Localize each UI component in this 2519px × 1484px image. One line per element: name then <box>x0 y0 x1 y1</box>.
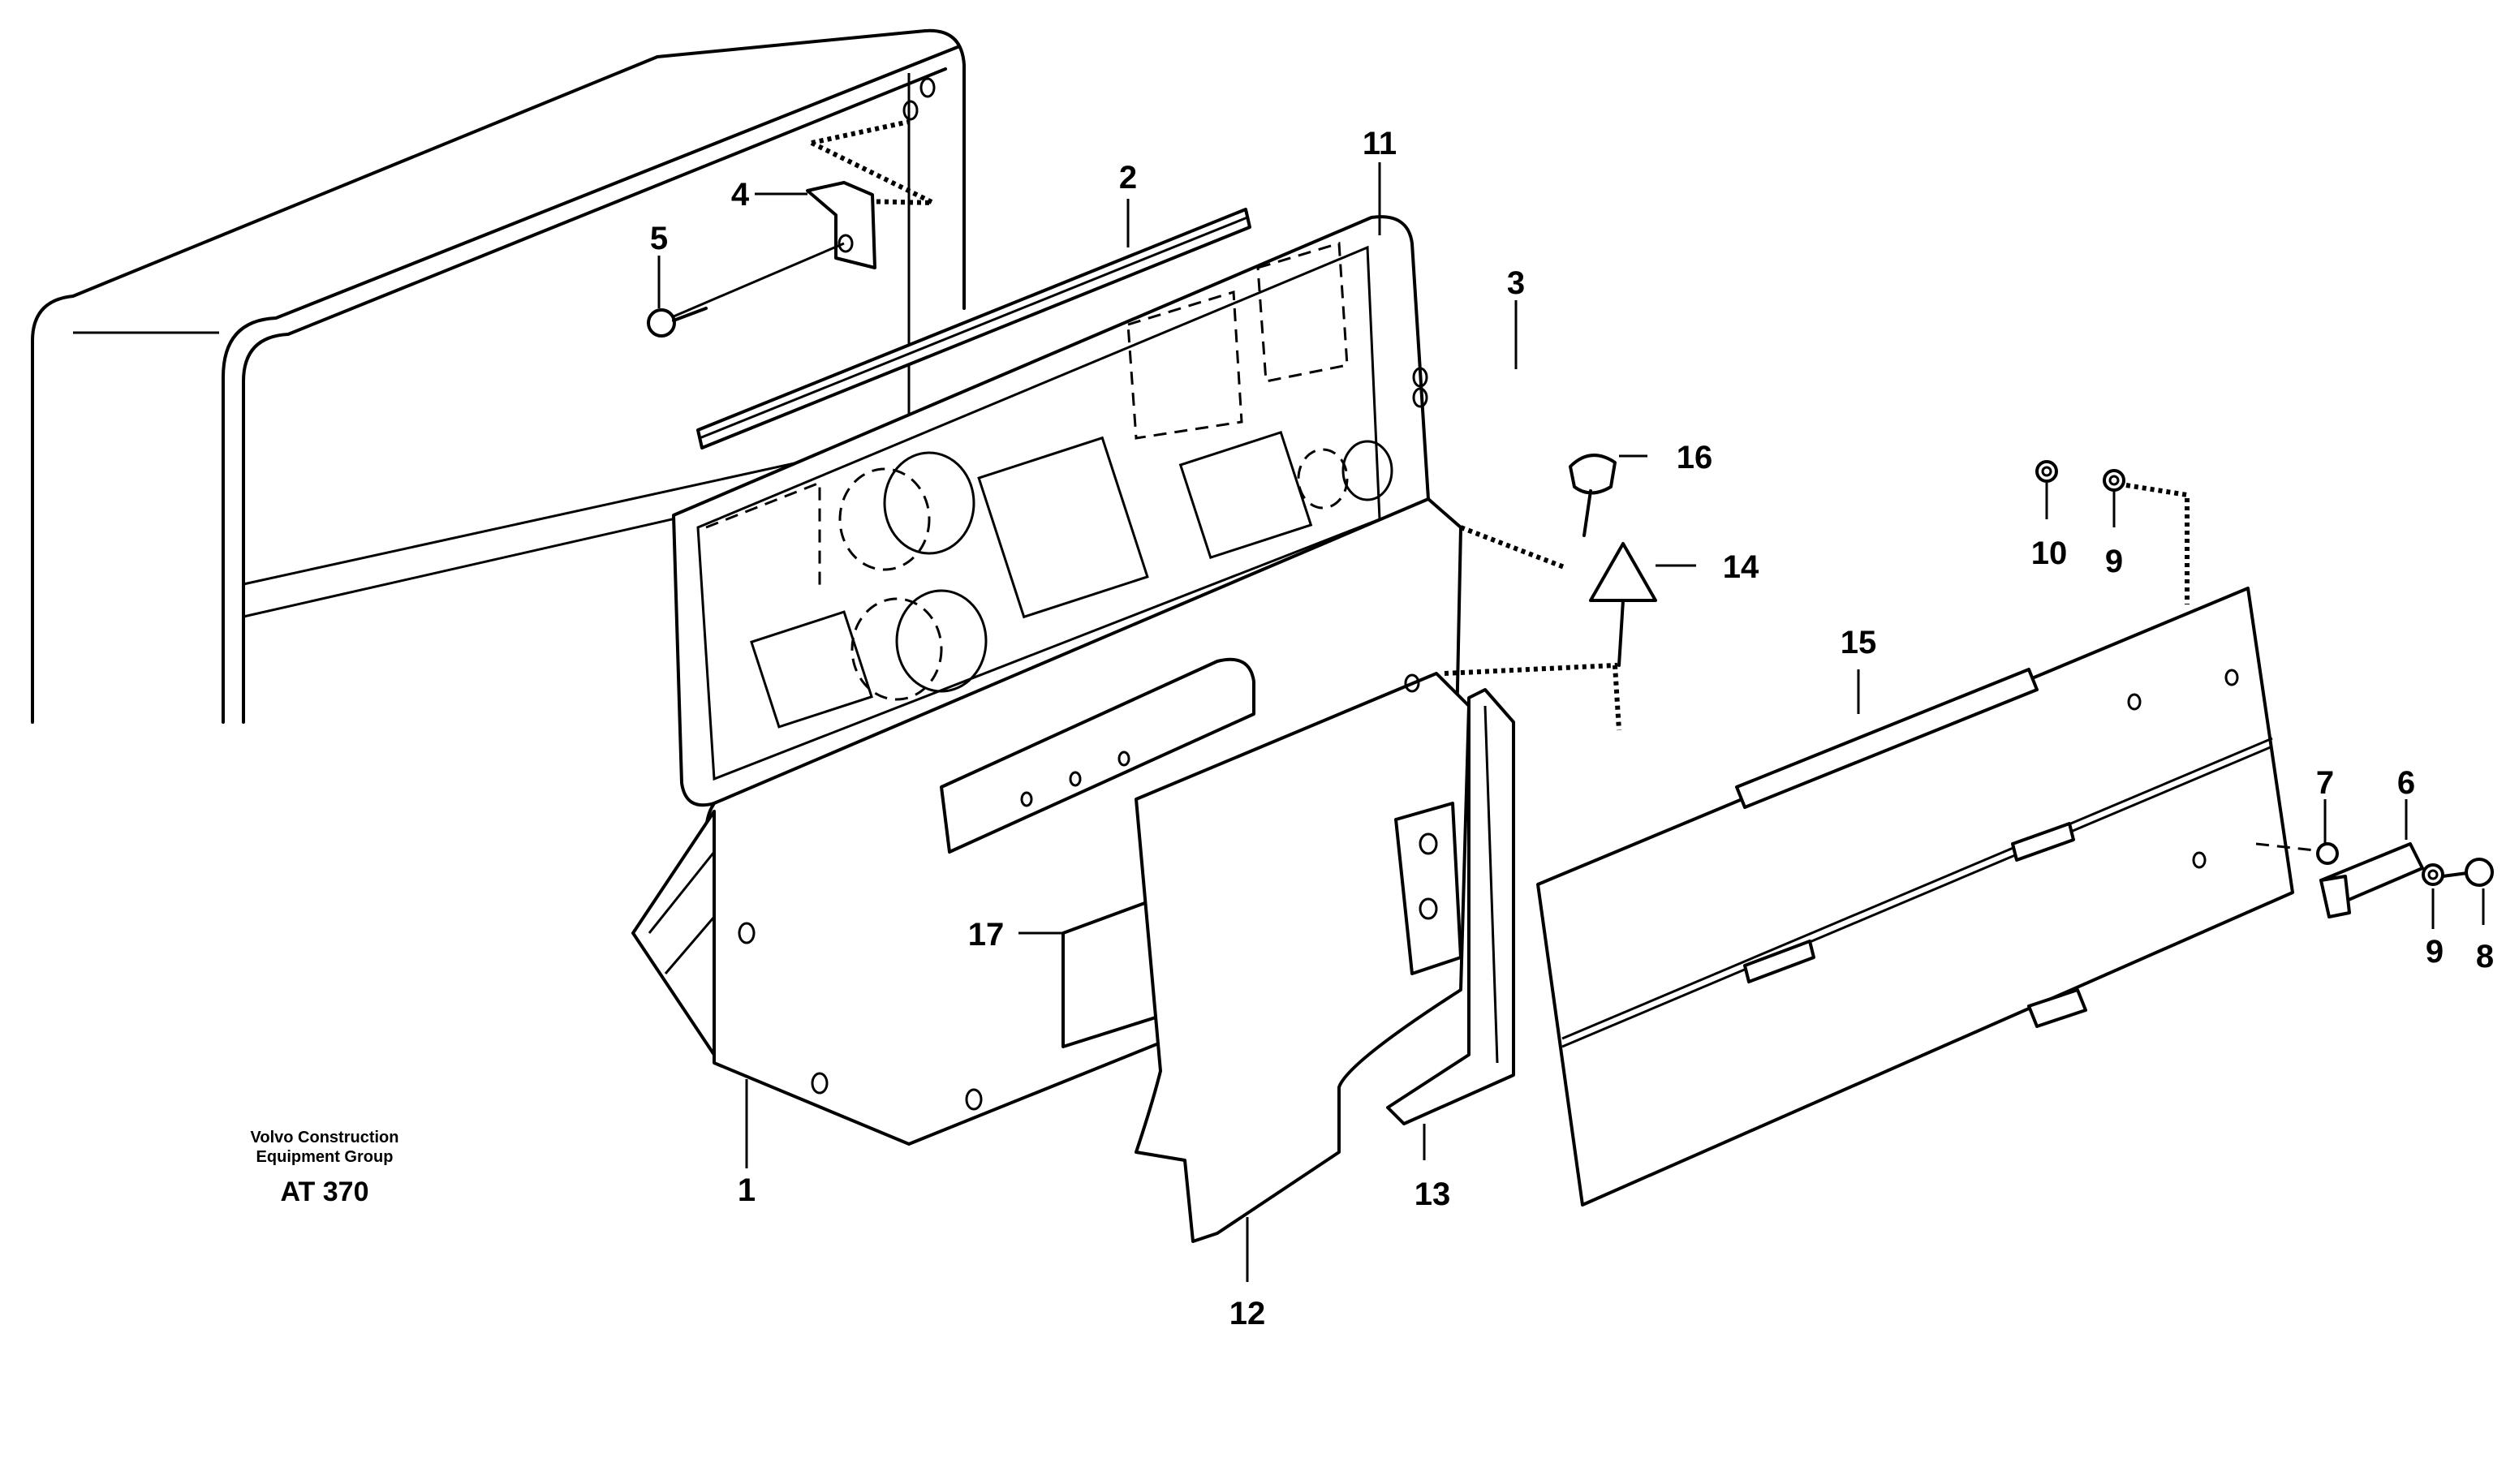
connector-line-lower <box>1444 662 1621 731</box>
callout-12: 12 <box>1229 1296 1266 1331</box>
callout-2: 2 <box>1119 160 1137 196</box>
publisher-line-1: Volvo Construction <box>251 1129 399 1146</box>
callout-1: 1 <box>738 1172 756 1208</box>
figure-code: AT 370 <box>281 1176 369 1207</box>
publisher-line-2: Equipment Group <box>256 1148 394 1166</box>
door-panel-15 <box>1536 587 2294 1207</box>
callout-4: 4 <box>731 177 750 213</box>
callout-16: 16 <box>1677 440 1713 475</box>
callout-3: 3 <box>1507 265 1525 301</box>
handle-14 <box>1589 542 1657 667</box>
callout-13: 13 <box>1415 1176 1451 1212</box>
callout-9-upper: 9 <box>2105 544 2123 579</box>
callout-8: 8 <box>2476 939 2494 974</box>
callout-15: 15 <box>1841 625 1877 660</box>
latch-assembly <box>2255 842 2494 918</box>
callout-10: 10 <box>2031 536 2068 571</box>
screw-5 <box>647 242 845 338</box>
knob-16 <box>1569 454 1617 537</box>
side-cover-12 <box>1135 672 1470 1243</box>
callout-6: 6 <box>2397 765 2415 801</box>
callout-11: 11 <box>1363 126 1397 161</box>
connector-line-upper <box>1459 525 1568 570</box>
bracket-4 <box>806 181 876 269</box>
callout-17: 17 <box>968 917 1005 953</box>
leader-lines <box>657 162 2485 1282</box>
cab-cover <box>31 28 966 724</box>
callout-9-lower: 9 <box>2426 934 2444 970</box>
callout-14: 14 <box>1723 549 1759 585</box>
washers-top <box>2035 460 2190 604</box>
seal-strip-2 <box>696 208 1251 450</box>
frame-bar-13 <box>1386 688 1515 1125</box>
callout-5: 5 <box>650 221 668 256</box>
callout-7: 7 <box>2316 765 2334 801</box>
